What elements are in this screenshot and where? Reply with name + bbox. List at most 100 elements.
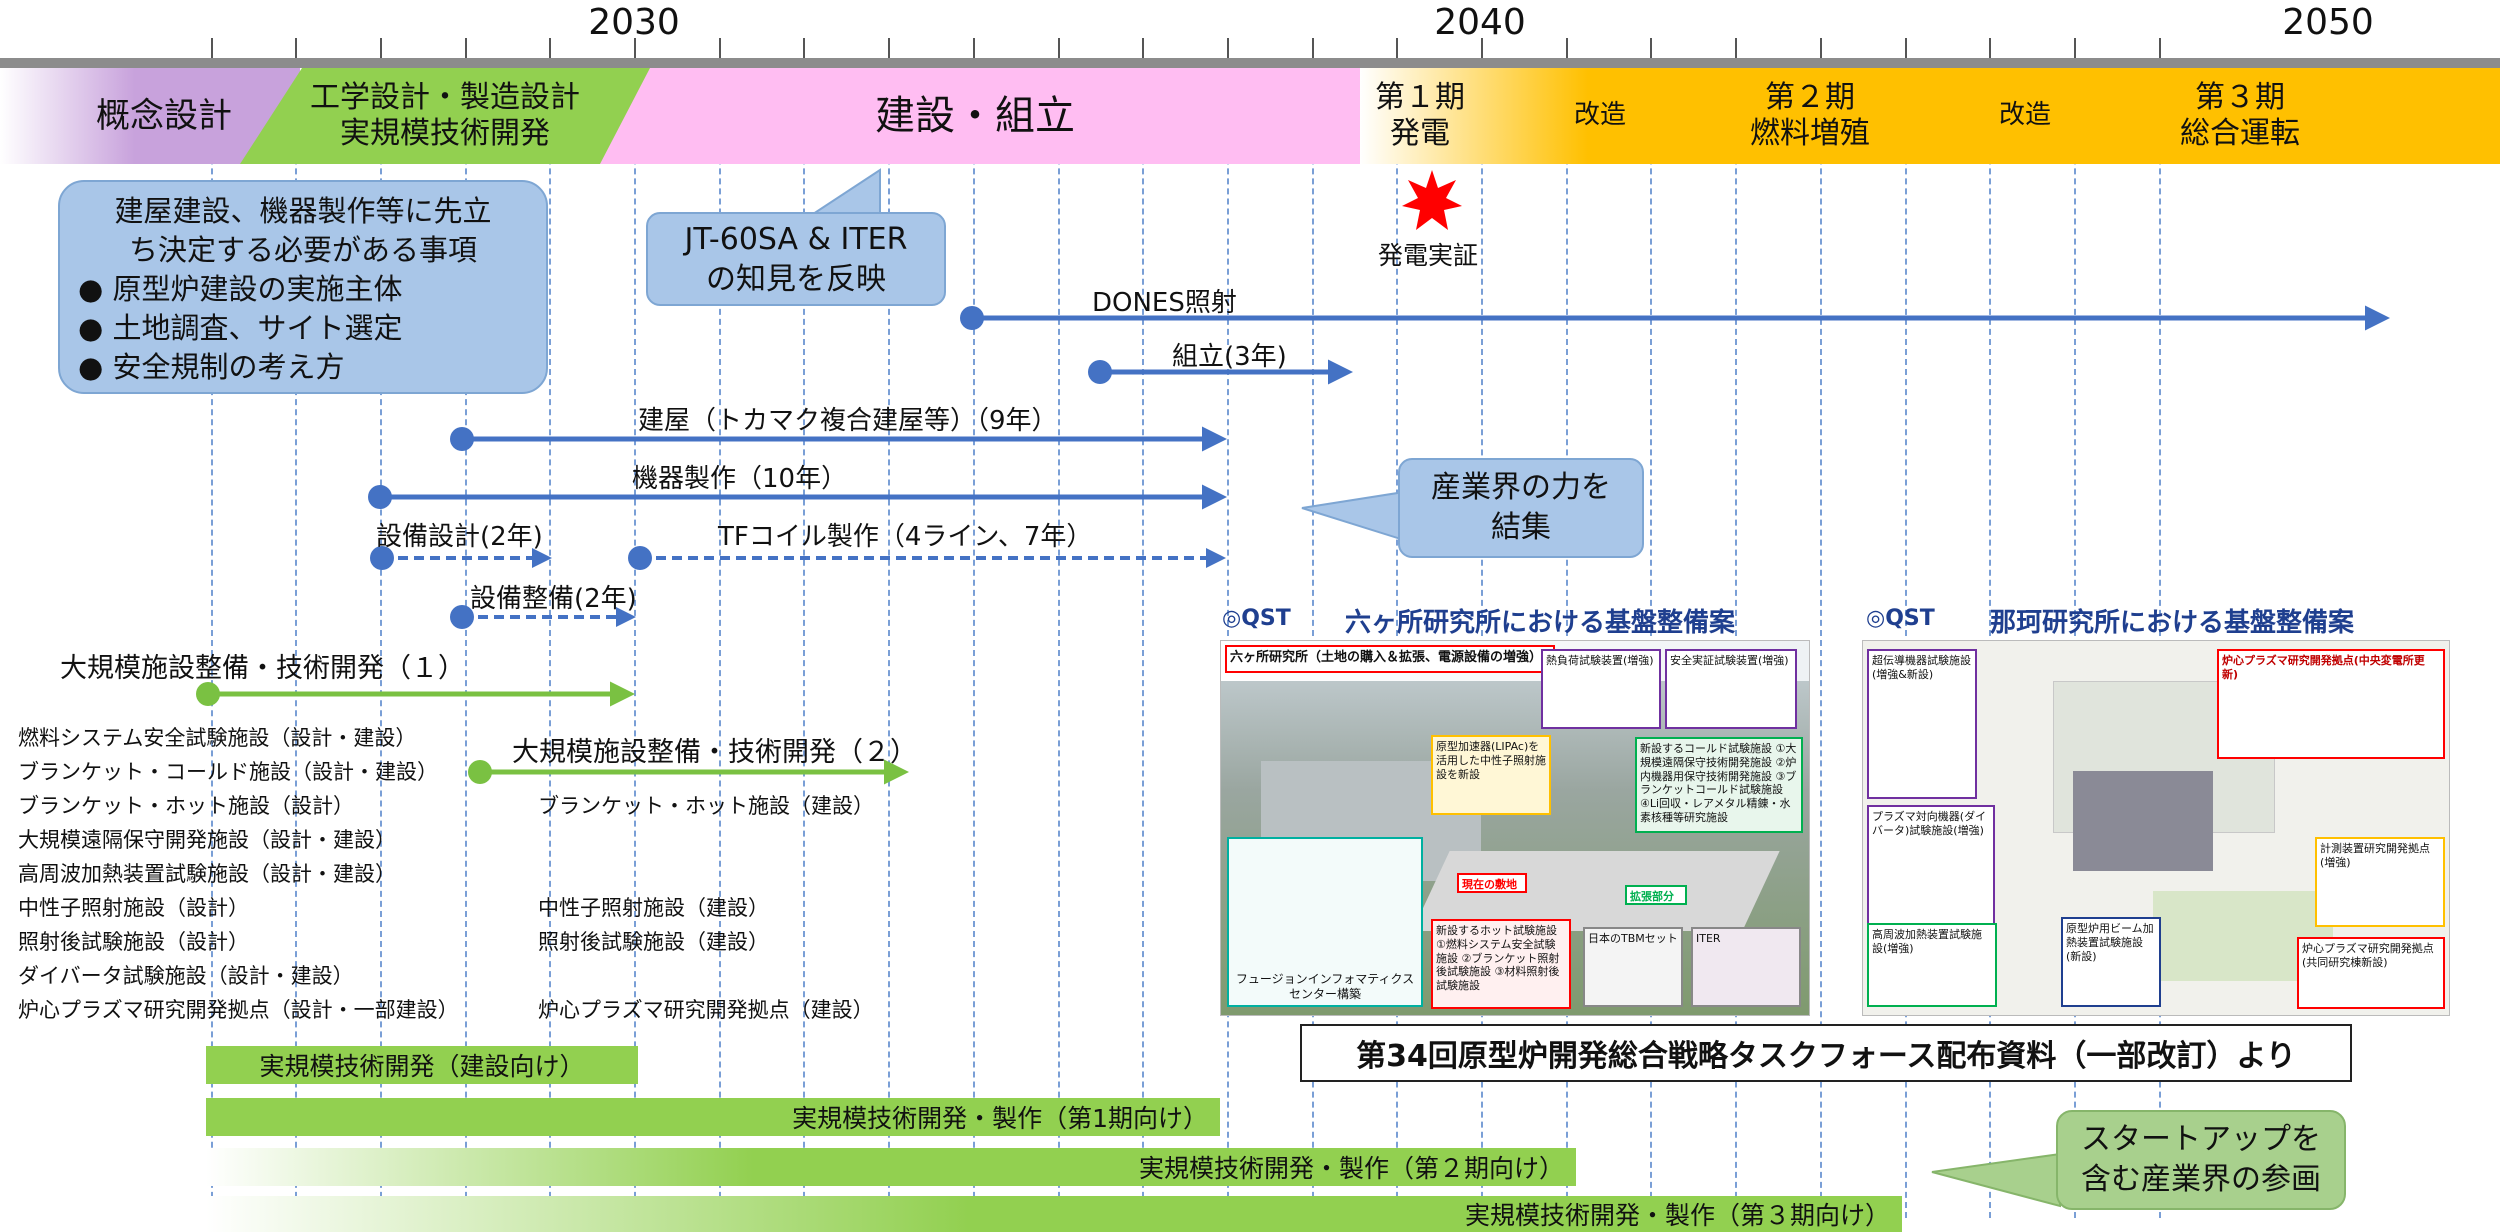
decisions-line-1: 建屋建設、機器製作等に先立: [114, 194, 492, 228]
year-gridline: [973, 68, 975, 1218]
year-gridline: [803, 68, 805, 1218]
year-tick: [1481, 38, 1483, 68]
phase-modify-a: 改造: [1550, 68, 1650, 164]
green-bar-construction: 実規模技術開発（建設向け）: [206, 1046, 638, 1084]
facility-item: ブランケット・ホット施設（設計）: [18, 794, 354, 818]
facility-item: ブランケット・コールド施設（設計・建設）: [18, 760, 438, 784]
year-gridline: [1058, 68, 1060, 1218]
year-gridline: [1820, 68, 1822, 1218]
phase-modify-a-label: 改造: [1573, 100, 1626, 131]
phase-1: 第１期 発電: [1360, 68, 1480, 164]
year-tick: [1142, 38, 1144, 68]
startup-callout-line-2: 含む産業界の参画: [2081, 1162, 2321, 1197]
startup-callout: スタートアップを 含む産業界の参画: [2056, 1110, 2346, 1210]
year-gridline: [549, 68, 551, 1218]
year-gridline: [719, 68, 721, 1218]
industry-callout: 産業界の力を 結集: [1398, 458, 1644, 558]
phase-1-label-2: 発電: [1390, 116, 1450, 151]
rokkasho-label: 新設するホット試験施設 ①燃料システム安全試験施設 ②ブランケット照射後試験施設…: [1431, 919, 1571, 1009]
rokkasho-label: 日本のTBMセット: [1583, 927, 1683, 1007]
year-tick: [465, 38, 467, 68]
facility-item: 炉心プラズマ研究開発拠点（建設）: [538, 998, 874, 1022]
decisions-item: ● 原型炉建設の実施主体: [78, 272, 403, 306]
rokkasho-label: 安全実証試験装置(増強): [1665, 649, 1797, 729]
phase-modify-b-label: 改造: [1998, 100, 2051, 131]
phase-modify-b: 改造: [1975, 68, 2075, 164]
year-tick: [1396, 38, 1398, 68]
iter-callout-line-1: JT-60SA & ITER: [684, 222, 908, 257]
year-tick: [803, 38, 805, 68]
year-gridline: [380, 68, 382, 1218]
green-bar-phase2: 実規模技術開発・製作（第２期向け）: [206, 1148, 1576, 1186]
facility-setup-label: 設備整備(2年): [470, 584, 637, 614]
equipment-label: 機器製作（10年）: [632, 464, 848, 494]
power-demo-star-icon: [1402, 170, 1462, 230]
naka-label: 炉心プラズマ研究開発拠点(中央変電所更新): [2217, 649, 2445, 759]
year-gridline: [1142, 68, 1144, 1218]
year-tick: [634, 38, 636, 68]
rokkasho-panel: 六ヶ所研究所（土地の購入＆拡張、電源設備の増強） 熱負荷試験装置(増強) 安全実…: [1220, 640, 1810, 1016]
year-tick: [1312, 38, 1314, 68]
assembly-label: 組立(3年): [1172, 342, 1287, 372]
year-tick: [211, 38, 213, 68]
phase-operation: [1360, 68, 2500, 164]
equipment-arrow: [368, 484, 1227, 510]
facility-item: 大規模遠隔保守開発施設（設計・建設）: [18, 828, 396, 852]
facility-design-label: 設備設計(2年): [376, 522, 543, 552]
year-tick: [549, 38, 551, 68]
facility-item: 中性子照射施設（設計）: [18, 896, 249, 920]
iter-callout-line-2: の知見を反映: [706, 262, 886, 297]
phase-2: 第２期 燃料増殖: [1720, 68, 1900, 164]
green-bar-phase1: 実規模技術開発・製作（第1期向け）: [206, 1098, 1220, 1136]
year-tick: [1566, 38, 1568, 68]
green-bar-label: 実規模技術開発・製作（第２期向け）: [1138, 1154, 1564, 1183]
startup-callout-line-1: スタートアップを: [2081, 1122, 2321, 1157]
phase-3-label-2: 総合運転: [2180, 116, 2300, 151]
year-gridline: [295, 68, 297, 1218]
year-tick: [1905, 38, 1907, 68]
qst-logo-rokkasho: ◎QST: [1222, 606, 1291, 631]
phase-engineering-label-2: 実規模技術開発: [340, 116, 550, 151]
green-bar-label: 実規模技術開発・製作（第３期向け）: [1464, 1201, 1890, 1230]
green-bar-phase3: 実規模技術開発・製作（第３期向け）: [206, 1196, 1902, 1232]
year-gridline: [211, 68, 213, 1218]
year-gridline: [465, 68, 467, 1218]
rokkasho-label: 熱負荷試験装置(増強): [1541, 649, 1661, 729]
facility-design-arrow: [370, 546, 552, 570]
phase-3: 第３期 総合運転: [2150, 68, 2330, 164]
naka-label: 超伝導機器試験施設(増強&新設): [1867, 649, 1977, 799]
year-tick: [2074, 38, 2076, 68]
iter-callout: JT-60SA & ITER の知見を反映: [646, 212, 946, 306]
facility-item: ダイバータ試験施設（設計・建設）: [18, 964, 354, 988]
facility-item: 照射後試験施設（建設）: [538, 930, 769, 954]
phase-concept: 概念設計: [0, 68, 300, 164]
naka-label: 計測装置研究開発拠点(増強): [2315, 837, 2445, 927]
phase-2-label-1: 第２期: [1765, 80, 1855, 115]
naka-panel: 超伝導機器試験施設(増強&新設) 炉心プラズマ研究開発拠点(中央変電所更新) プ…: [1862, 640, 2450, 1016]
year-2030: 2030: [588, 2, 680, 43]
rokkasho-label: 拡張部分: [1625, 885, 1687, 905]
phase-engineering: 工学設計・製造設計 実規模技術開発: [240, 68, 650, 164]
facility-item: 炉心プラズマ研究開発拠点（設計・一部建設）: [18, 998, 459, 1022]
tf-coil-label: TFコイル製作（4ライン、7年）: [718, 522, 1093, 552]
year-tick: [719, 38, 721, 68]
phase-concept-label: 概念設計: [96, 95, 232, 136]
naka-jt60-photo: [2073, 771, 2213, 871]
industry-callout-line-1: 産業界の力を: [1431, 470, 1611, 505]
year-2050: 2050: [2282, 2, 2374, 43]
year-tick: [973, 38, 975, 68]
dones-label: DONES照射: [1092, 288, 1237, 318]
rokkasho-label: 六ヶ所研究所（土地の購入＆拡張、電源設備の増強）: [1225, 645, 1555, 673]
building-label: 建屋（トカマク複合建屋等）（9年）: [638, 406, 1058, 436]
year-gridline: [634, 68, 636, 1218]
naka-label: プラズマ対向機器(ダイバータ)試験施設(増強): [1867, 805, 1995, 935]
rokkasho-title: 六ヶ所研究所における基盤整備案: [1345, 608, 1736, 638]
decisions-callout: 建屋建設、機器製作等に先立 ち決定する必要がある事項 ● 原型炉建設の実施主体 …: [58, 180, 548, 394]
phase-construction-label: 建設・組立: [875, 93, 1075, 139]
industry-callout-line-2: 結集: [1491, 510, 1551, 545]
qst-logo-naka: ◎QST: [1866, 606, 1935, 631]
year-tick: [1820, 38, 1822, 68]
rokkasho-label: 新設するコールド試験施設 ①大規模遠隔保守技術開発施設 ②炉内機器用保守技術開発…: [1635, 737, 1803, 833]
large-facility-2-arrow: [468, 759, 909, 785]
